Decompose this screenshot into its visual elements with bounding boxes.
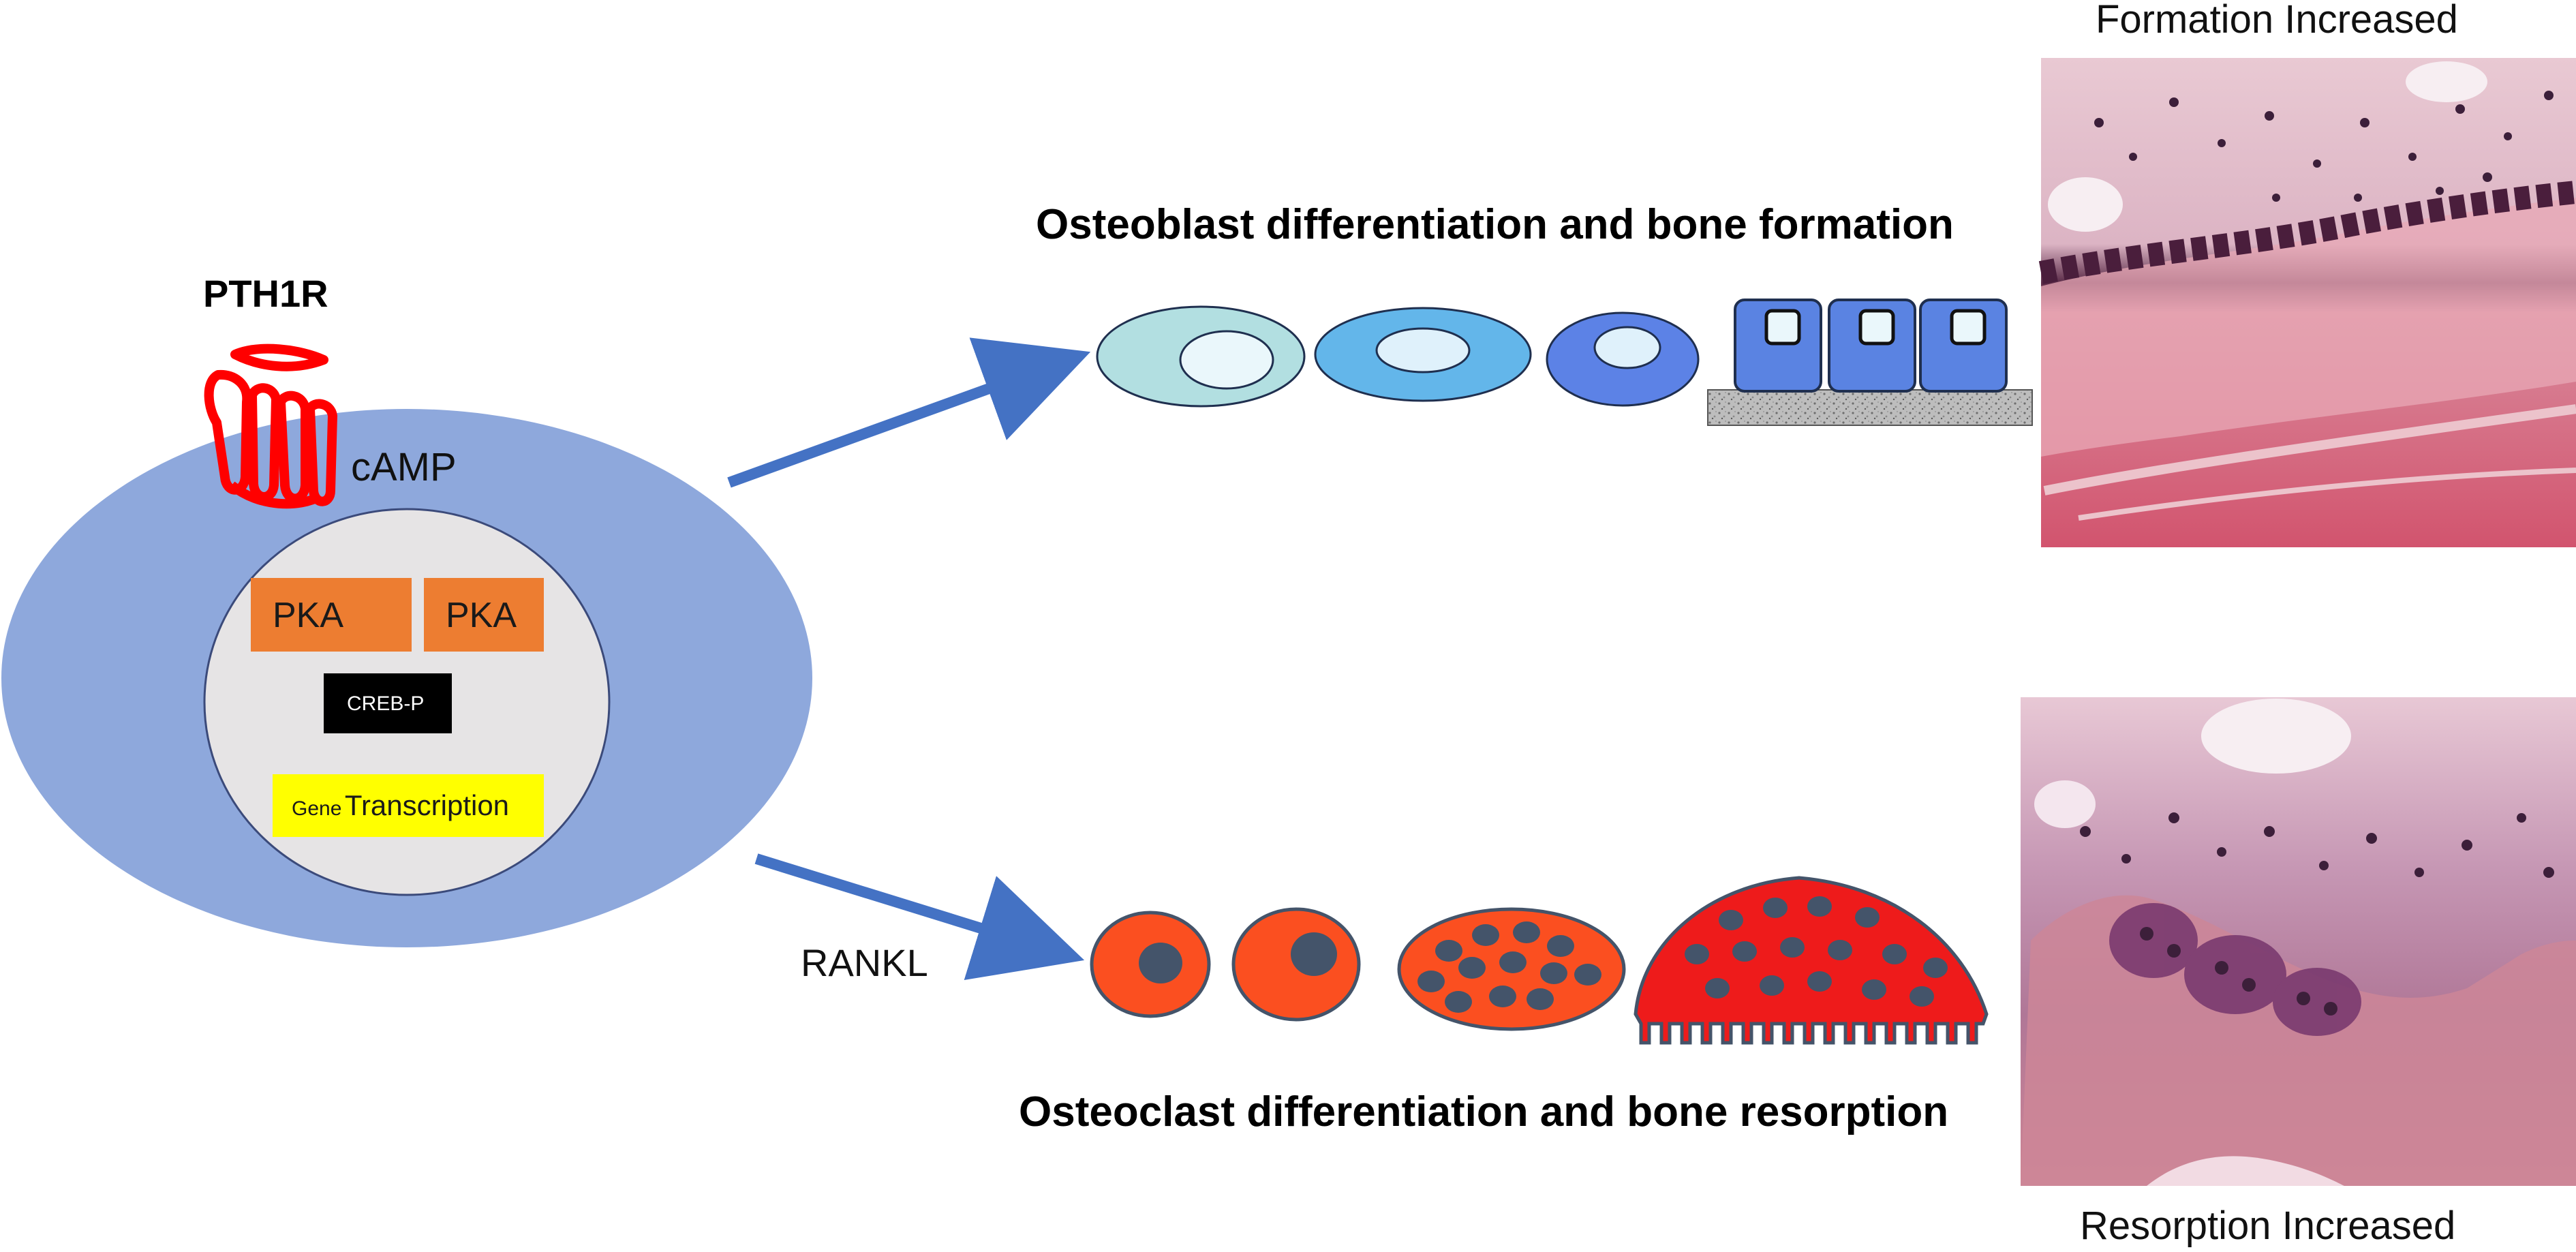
pka-label-2: PKA <box>446 596 517 635</box>
osteoclast-precursor-2 <box>1231 907 1361 1022</box>
rankl-label: RANKL <box>801 941 928 984</box>
creb-label: CREB-P <box>347 692 424 715</box>
arrow-to-osteoblast <box>727 337 1091 488</box>
preosteoblast-cell-2 <box>1314 307 1532 402</box>
mature-osteoblast-2 <box>1828 299 1916 393</box>
osteoblast-cell-3 <box>1546 311 1700 407</box>
pka-box-2 <box>424 578 544 652</box>
histology-resorption-image <box>2021 697 2576 1186</box>
histology-formation-image <box>2038 58 2576 547</box>
gene-box <box>273 774 544 837</box>
osteoblast-lineage <box>1096 299 2033 426</box>
mature-osteoblast-1 <box>1734 299 1822 393</box>
osteoblast-title: Osteoblast differentiation and bone form… <box>1036 201 1954 248</box>
target-cell: PTH1R cAMP PKA PKA CREB-P Gene Transcrip… <box>1 272 812 947</box>
pka-box-1 <box>251 578 412 652</box>
mature-osteoblast-3 <box>1919 299 2008 393</box>
pth1r-receptor-icon <box>204 343 337 509</box>
gene-label-small: Gene <box>292 797 341 820</box>
mature-osteoclast <box>1634 876 1989 1045</box>
formation-caption: Formation Increased <box>2096 0 2458 42</box>
preosteoblast-cell-1 <box>1096 305 1306 408</box>
pka-label-1: PKA <box>273 596 343 635</box>
fused-osteoclast <box>1397 907 1626 1031</box>
gene-label: Gene Transcription <box>292 789 509 821</box>
bone-matrix <box>1707 389 2033 426</box>
camp-label: cAMP <box>351 445 457 489</box>
osteoclast-lineage <box>1090 876 1989 1045</box>
receptor-label: PTH1R <box>203 272 328 315</box>
arrow-to-osteoclast <box>754 853 1085 981</box>
osteoclast-title: Osteoclast differentiation and bone reso… <box>1019 1088 1948 1135</box>
resorption-caption: Resorption Increased <box>2080 1204 2455 1248</box>
creb-box <box>324 673 452 733</box>
gene-label-large: Transcription <box>345 789 509 821</box>
osteoclast-precursor-1 <box>1090 911 1211 1018</box>
